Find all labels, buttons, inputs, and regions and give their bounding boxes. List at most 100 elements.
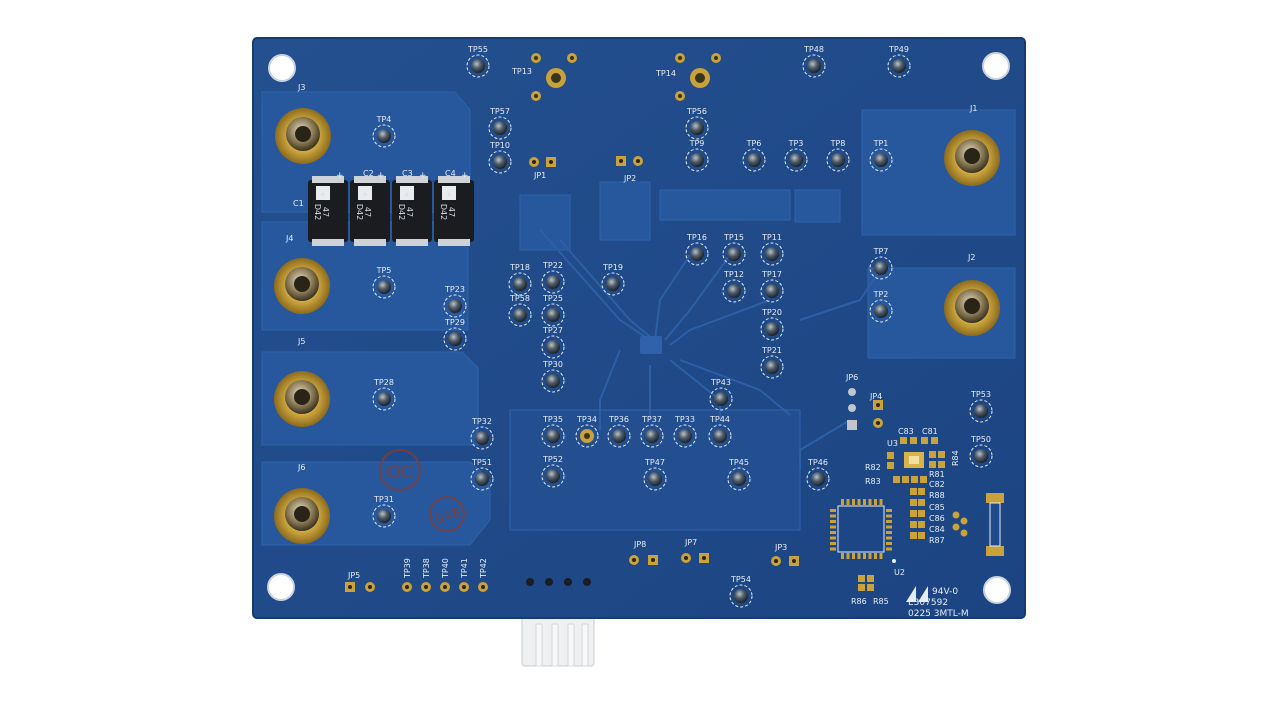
label-jp1: JP1: [533, 171, 546, 180]
passive-pad: [918, 510, 925, 517]
u2-pad: [886, 525, 892, 529]
u2-pad: [886, 542, 892, 545]
cap-c4: + 47 D42: [434, 176, 474, 246]
label-c84: C84: [929, 525, 945, 534]
test-point-tp1: TP1: [869, 139, 893, 172]
jumper-jp1: [529, 157, 556, 167]
label-tp6: TP6: [746, 139, 762, 148]
test-point-tp46: TP46: [806, 458, 830, 491]
u2-pad: [868, 553, 872, 559]
test-point-tp56: TP56: [685, 107, 709, 140]
label-tp39: TP39: [403, 558, 412, 579]
svg-text:D42: D42: [313, 204, 322, 220]
svg-text:+: +: [362, 190, 369, 199]
test-point-tp34: TP34: [575, 415, 599, 448]
test-point-tp32: TP32: [470, 417, 494, 450]
label-tp45: TP45: [728, 458, 749, 467]
label-tp54: TP54: [730, 575, 751, 584]
passive-pad: [911, 476, 918, 483]
label-tp48: TP48: [803, 45, 824, 54]
test-point-tp41: TP41: [460, 558, 469, 579]
label-r84: R84: [951, 450, 960, 466]
label-tp42: TP42: [479, 558, 488, 579]
label-jp6: JP6: [845, 373, 858, 382]
label-j2: J2: [967, 253, 975, 262]
label-r81: R81: [929, 470, 945, 479]
label-tp1: TP1: [873, 139, 889, 148]
label-tp37: TP37: [641, 415, 662, 424]
label-tp27: TP27: [542, 326, 563, 335]
label-tp51: TP51: [471, 458, 492, 467]
passive-pad: [918, 499, 925, 506]
label-tp46: TP46: [807, 458, 828, 467]
label-jp2: JP2: [623, 174, 636, 183]
label-tp14: TP14: [655, 69, 676, 78]
label-tp15: TP15: [723, 233, 744, 242]
test-point-tp38: TP38: [422, 558, 431, 579]
test-point-tp7: TP7: [869, 247, 893, 280]
test-point-tp3: TP3: [784, 139, 808, 172]
label-tp21: TP21: [761, 346, 782, 355]
passive-pad: [893, 476, 900, 483]
svg-text:+: +: [419, 171, 427, 181]
svg-text:47: 47: [447, 207, 456, 217]
label-tp23: TP23: [444, 285, 465, 294]
label-tp32: TP32: [471, 417, 492, 426]
svg-text:+: +: [446, 190, 453, 199]
test-point-tp57: TP57: [488, 107, 512, 140]
label-tp17: TP17: [761, 270, 782, 279]
jumper-jp3: [771, 556, 799, 566]
label-c2: C2: [363, 169, 374, 178]
label-tp25: TP25: [542, 294, 563, 303]
label-tp30: TP30: [542, 360, 563, 369]
stamp-oc: OC: [387, 462, 414, 483]
label-c86: C86: [929, 514, 945, 523]
label-tp12: TP12: [723, 270, 744, 279]
u2-pad: [886, 531, 892, 534]
label-c3: C3: [402, 169, 413, 178]
u2-pad: [886, 536, 892, 540]
test-point-tp5: TP5: [372, 266, 396, 299]
svg-text:D42: D42: [355, 204, 364, 220]
passive-pad: [910, 499, 917, 506]
passive-pad: [921, 437, 928, 444]
test-point-tp55: TP55: [466, 45, 490, 78]
passive-pad: [938, 451, 945, 458]
label-tp8: TP8: [830, 139, 846, 148]
test-point-tp39: TP39: [403, 558, 412, 579]
u2-pad: [830, 509, 836, 512]
label-c85: C85: [929, 503, 945, 512]
u2-pad: [886, 509, 892, 512]
label-j6: J6: [297, 463, 305, 472]
sma-j5: [274, 371, 330, 427]
u2-pad: [874, 553, 877, 559]
label-jp5: JP5: [347, 571, 360, 580]
label-c83: C83: [898, 427, 914, 436]
test-point-tp16: TP16: [685, 233, 709, 266]
passive-pad: [918, 521, 925, 528]
u2-pad: [863, 499, 866, 505]
label-tp56: TP56: [686, 107, 707, 116]
passive-pad: [918, 488, 925, 495]
jumper-jp4: [873, 400, 883, 428]
label-jp8: JP8: [633, 540, 646, 549]
label-tp57: TP57: [489, 107, 510, 116]
svg-text:+: +: [336, 171, 344, 181]
label-tp36: TP36: [608, 415, 629, 424]
test-point-tp17: TP17: [760, 270, 784, 303]
u2-pad: [852, 499, 855, 505]
test-point-tp35: TP35: [541, 415, 565, 448]
jumper-jp2: [616, 156, 643, 166]
label-r82: R82: [865, 463, 881, 472]
label-tp40: TP40: [441, 558, 450, 579]
test-point-tp25: TP25: [541, 294, 565, 327]
test-point-tp44: TP44: [708, 415, 732, 448]
test-point-tp10: TP10: [488, 141, 512, 174]
test-point-tp11: TP11: [760, 233, 784, 266]
passive-pad: [910, 488, 917, 495]
label-tp22: TP22: [542, 261, 563, 270]
label-j1: J1: [969, 104, 977, 113]
test-point-tp30: TP30: [541, 360, 565, 393]
label-jp7: JP7: [684, 538, 697, 547]
passive-pad: [910, 437, 917, 444]
